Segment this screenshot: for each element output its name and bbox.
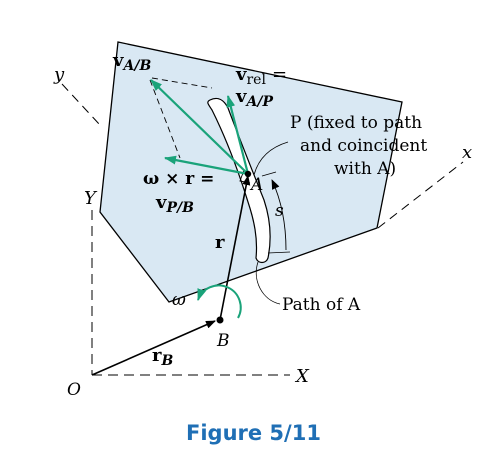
label-axis-X: X (294, 366, 310, 387)
P-leader-line (253, 141, 289, 176)
x-axis-dashed (377, 161, 464, 229)
label-vector-rB: rB (152, 345, 173, 369)
vector-rB (91, 320, 216, 376)
path-leader-line (255, 261, 281, 305)
figure-caption: Figure 5/11 (186, 421, 321, 445)
label-P-desc-1: P (fixed to path (290, 113, 422, 133)
slot-path (207, 97, 271, 264)
label-P-desc-2: and coincident (300, 136, 427, 156)
label-axis-y: y (53, 64, 65, 85)
vector-omega-cross-r (164, 155, 249, 176)
label-point-A: A (249, 175, 263, 195)
label-v-rel: vrel= (235, 64, 287, 88)
point-B-dot (216, 316, 224, 324)
s-arrow (271, 179, 287, 251)
label-axis-x: x (462, 142, 472, 163)
label-path-of-A: Path of A (282, 295, 361, 315)
omega-arc (197, 284, 242, 319)
label-v-PB: vP/B (155, 192, 194, 216)
vector-v-AB (150, 79, 249, 175)
label-v-AB: vA/B (112, 50, 151, 74)
label-vector-r: r (215, 232, 225, 253)
y-axis-dashed (61, 83, 101, 126)
vector-v-AP (226, 95, 250, 175)
label-v-AP: vA/P (235, 86, 273, 110)
point-A-dot (244, 170, 252, 178)
vector-r (219, 175, 251, 321)
construction-dashed-1 (149, 79, 181, 159)
label-point-O: O (67, 380, 81, 400)
label-P-desc-3: with A) (334, 159, 396, 179)
label-omega: ω (172, 290, 186, 310)
label-axis-Y: Y (84, 188, 98, 209)
label-omega-cross-r: ω × r = (143, 169, 214, 189)
s-extension-bottom (267, 251, 291, 254)
label-point-B: B (216, 331, 230, 351)
label-arc-s: s (275, 201, 284, 221)
s-extension-top (261, 171, 277, 177)
